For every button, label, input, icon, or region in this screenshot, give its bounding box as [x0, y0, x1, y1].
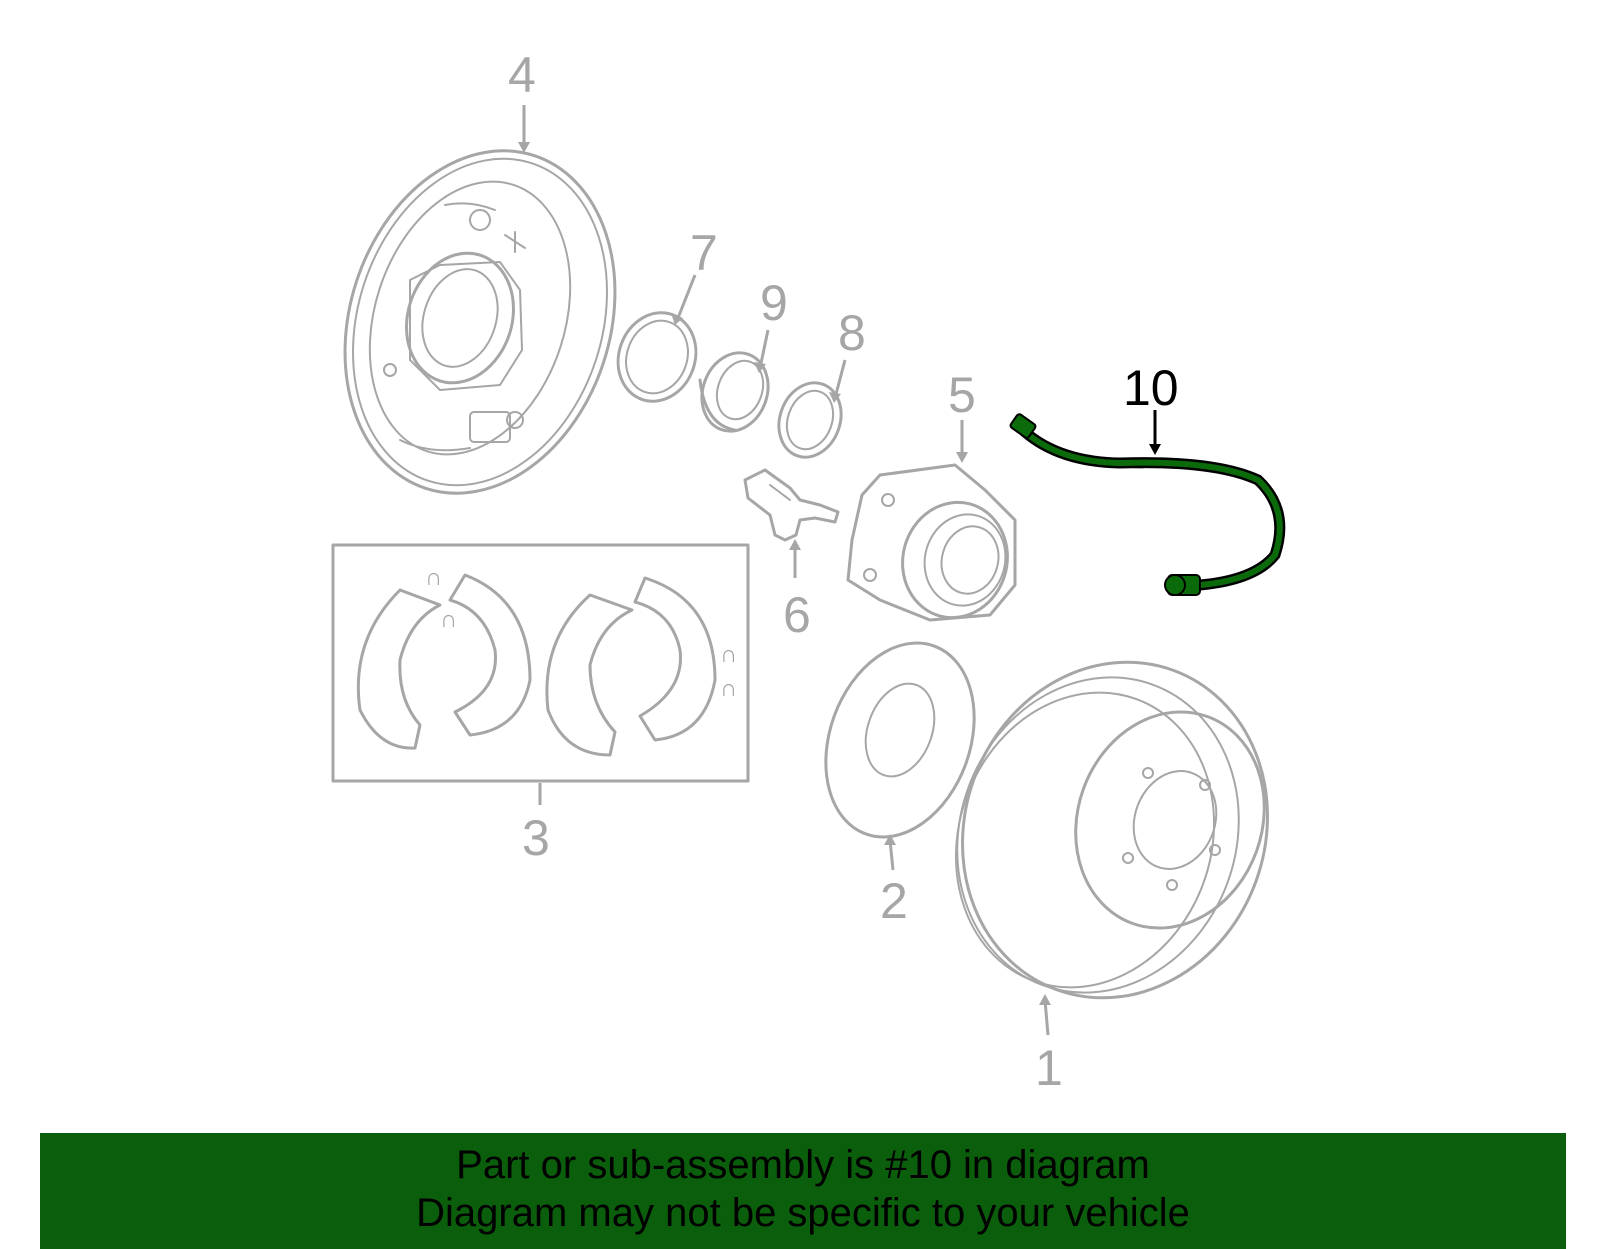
callout-labels: 4 7 9 8 5 6 3 2 1 10	[508, 47, 1179, 1096]
callout-5: 5	[948, 367, 976, 423]
banner-line-1: Part or sub-assembly is #10 in diagram	[456, 1143, 1150, 1187]
callout-2: 2	[880, 873, 908, 929]
callout-9: 9	[760, 275, 788, 331]
arrowhead-4	[518, 142, 530, 153]
arrowhead-1	[1039, 994, 1051, 1005]
arrowhead-2	[884, 834, 896, 845]
arrowhead-7	[671, 313, 683, 325]
brake-drum-part	[954, 660, 1269, 1000]
callout-1: 1	[1035, 1040, 1063, 1096]
svg-text:∩: ∩	[720, 675, 737, 702]
banner-line-2: Diagram may not be specific to your vehi…	[416, 1191, 1190, 1235]
svg-text:∩: ∩	[440, 606, 457, 633]
arrowhead-9	[754, 362, 766, 373]
arrowhead-5	[956, 452, 968, 463]
arrowhead-10	[1149, 444, 1161, 455]
leader-lines	[518, 105, 1161, 1036]
leader-1	[1043, 999, 1050, 1036]
bearing-part	[698, 351, 770, 433]
backing-plate-part	[343, 149, 617, 495]
info-banner: Part or sub-assembly is #10 in diagram D…	[40, 1133, 1566, 1249]
arrowhead-6	[789, 539, 801, 550]
oil-seal-part	[616, 311, 698, 403]
abs-sensor-part	[743, 468, 840, 542]
svg-text:∩: ∩	[425, 564, 442, 591]
hub-assembly-part	[846, 463, 1017, 622]
parts-diagram: ∩ ∩ ∩ ∩	[331, 47, 1286, 1096]
callout-4: 4	[508, 47, 536, 103]
leader-7	[676, 274, 697, 319]
svg-text:∩: ∩	[720, 641, 737, 668]
callout-10: 10	[1123, 360, 1179, 416]
callout-6: 6	[783, 587, 811, 643]
callout-3: 3	[522, 810, 550, 866]
callout-7: 7	[690, 225, 718, 281]
callout-8: 8	[838, 305, 866, 361]
brake-hose-part	[1009, 413, 1286, 596]
leader-8	[833, 359, 847, 399]
leader-9	[758, 329, 770, 369]
brake-shoe-kit-part: ∩ ∩ ∩ ∩	[331, 543, 750, 783]
arrowhead-8	[829, 392, 841, 403]
retainer-ring-part	[777, 381, 843, 459]
dust-shield-part	[824, 641, 976, 839]
